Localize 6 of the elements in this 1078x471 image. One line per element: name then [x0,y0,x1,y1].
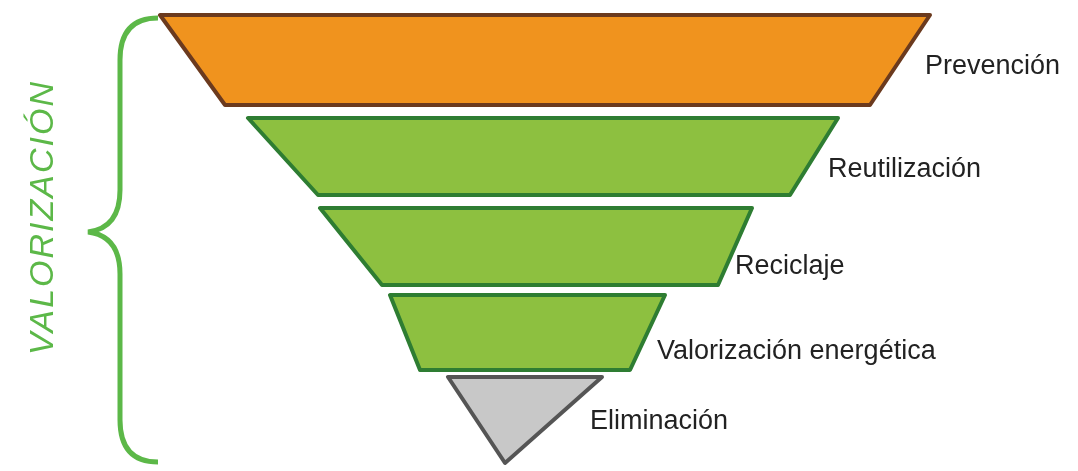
level-label: Reciclaje [735,250,845,281]
level-label: Eliminación [590,405,729,436]
vertical-heading: VALORIZACIÓN [22,80,61,356]
level-label: Valorización energética [657,335,936,366]
level-label: Prevención [925,50,1061,81]
level-label: Reutilización [828,153,982,184]
